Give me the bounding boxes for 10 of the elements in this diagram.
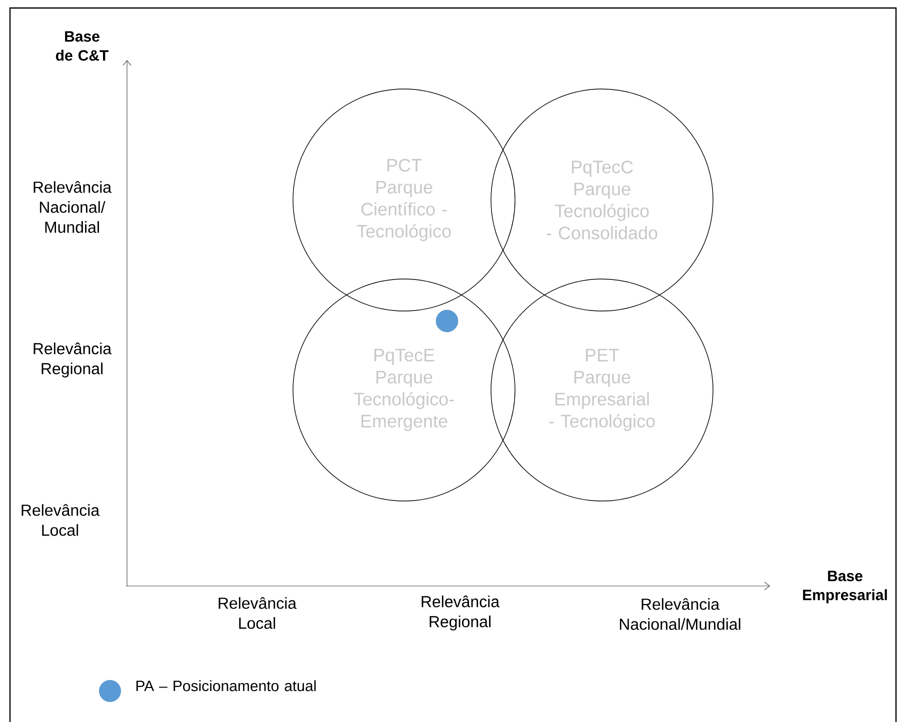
axis-label: Relevância Local [22, 504, 100, 536]
axis-label: Relevância Nacional/Mundial [620, 598, 740, 630]
axis-label: Relevância Local [218, 597, 297, 629]
legend-text: PA – Posicionamento atual [136, 680, 316, 692]
axis-label: Relevância Regional [422, 596, 500, 630]
axis-label: Relevância Nacional/ Mundial [34, 181, 112, 233]
position-dot [436, 310, 458, 332]
axis-label: Relevância Regional [34, 342, 112, 378]
axis-label: Base Empresarial [803, 570, 887, 604]
axis-label: Base de C&T [56, 31, 108, 61]
